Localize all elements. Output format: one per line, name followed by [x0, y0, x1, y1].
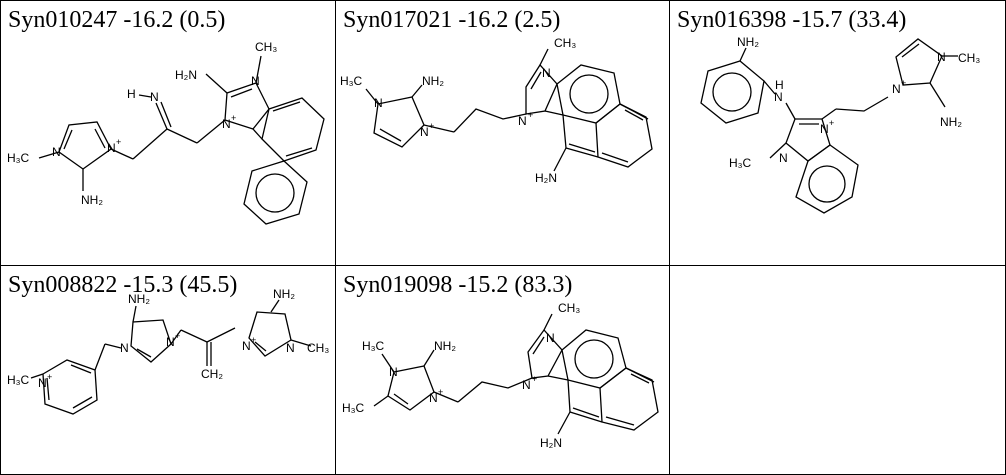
atom-n-plus: N	[820, 122, 829, 136]
atom-h3c: H₃C	[729, 156, 752, 170]
atom-nh2: NH₂	[422, 74, 444, 88]
charge-plus: +	[528, 110, 533, 120]
atom-h2n: H₂N	[535, 171, 557, 185]
charge-plus: +	[901, 78, 906, 88]
atom-n: N	[389, 365, 398, 379]
charge-plus: +	[47, 372, 52, 382]
structure-2: H₃C N NH₂ N + CH₃ N N + H₂N	[340, 36, 653, 185]
atom-n-plus: N	[222, 117, 231, 131]
atom-n-plus: N	[420, 125, 429, 139]
molecule-cell-4: H₃C N + NH₂ N N + CH₂ NH₂ N + N CH₃ Syn0…	[0, 265, 336, 475]
molecule-title: Syn019098 -15.2 (83.3)	[343, 272, 573, 298]
charge-plus: +	[175, 331, 180, 341]
atom-ch3: CH₃	[554, 36, 576, 50]
atom-h3c: H₃C	[362, 339, 385, 353]
charge-plus: +	[231, 113, 236, 123]
structure-3: NH₂ H N N + N H₃C N CH₃ N + NH₂	[700, 35, 980, 214]
atom-n-plus: N	[38, 376, 47, 390]
atom-ch3: CH₃	[958, 51, 980, 65]
atom-n: N	[286, 341, 295, 355]
structure-5: H₃C N NH₂ H₃C N + CH₃ N N + H₂N	[342, 301, 659, 450]
atom-n-plus: N	[522, 378, 531, 392]
molecule-title: Syn016398 -15.7 (33.4)	[677, 7, 907, 33]
atom-n: N	[542, 66, 551, 80]
atom-n-plus: N	[242, 339, 251, 353]
atom-n: N	[120, 341, 129, 355]
molecule-title: Syn017021 -16.2 (2.5)	[343, 7, 561, 33]
molecule-cell-6-empty	[669, 265, 1006, 475]
molecule-title: Syn010247 -16.2 (0.5)	[8, 7, 226, 33]
atom-ch3: CH₃	[255, 40, 277, 54]
atom-nh2: NH₂	[434, 339, 456, 353]
atom-n: N	[150, 90, 159, 104]
atom-ch3: CH₃	[307, 341, 329, 355]
charge-plus: +	[438, 387, 443, 397]
atom-n: N	[374, 96, 383, 110]
atom-nh2: NH₂	[273, 287, 295, 301]
atom-n: N	[546, 331, 555, 345]
molecule-cell-5: H₃C N NH₂ H₃C N + CH₃ N N + H₂N Syn01909…	[335, 265, 670, 475]
atom-n: N	[52, 145, 61, 159]
molecule-title: Syn008822 -15.3 (45.5)	[8, 272, 238, 298]
atom-n: N	[251, 74, 260, 88]
atom-ch2: CH₂	[201, 367, 223, 381]
atom-nh2: H₂N	[175, 68, 197, 82]
atom-n-plus: N	[429, 391, 438, 405]
atom-ch3: CH₃	[558, 301, 580, 315]
structure-1: H₂N CH₃ H N N + N H₃C N N + NH₂	[7, 40, 325, 225]
atom-n: N	[779, 151, 788, 165]
atom-h3c: H₃C	[7, 151, 30, 165]
structure-4: H₃C N + NH₂ N N + CH₂ NH₂ N + N CH₃	[7, 287, 329, 415]
atom-h: H	[775, 78, 784, 92]
atom-n-plus: N	[892, 82, 901, 96]
atom-h: H	[127, 87, 136, 101]
atom-n-plus: N	[166, 335, 175, 349]
atom-n: N	[937, 50, 946, 64]
atom-n: N	[774, 90, 783, 104]
atom-n-plus: N	[518, 114, 527, 128]
molecule-cell-3: NH₂ H N N + N H₃C N CH₃ N + NH₂ Syn01639…	[669, 0, 1006, 266]
atom-h3c: H₃C	[340, 74, 363, 88]
molecule-cell-1: H₂N CH₃ H N N + N H₃C N N + NH₂ Syn01024…	[0, 0, 336, 266]
molecule-cell-2: H₃C N NH₂ N + CH₃ N N + H₂N Syn017021 -1…	[335, 0, 670, 266]
charge-plus: +	[829, 118, 834, 128]
charge-plus: +	[116, 137, 121, 147]
atom-n-plus: N	[107, 141, 116, 155]
atom-h2n: H₂N	[540, 436, 562, 450]
atom-nh2: NH₂	[737, 35, 759, 49]
charge-plus: +	[251, 335, 256, 345]
atom-nh2: NH₂	[81, 193, 103, 207]
atom-nh2: NH₂	[940, 115, 962, 129]
atom-h3c: H₃C	[7, 373, 30, 387]
charge-plus: +	[429, 121, 434, 131]
atom-nh2: NH₂	[128, 292, 150, 306]
atom-h3c: H₃C	[342, 401, 365, 415]
charge-plus: +	[532, 374, 537, 384]
